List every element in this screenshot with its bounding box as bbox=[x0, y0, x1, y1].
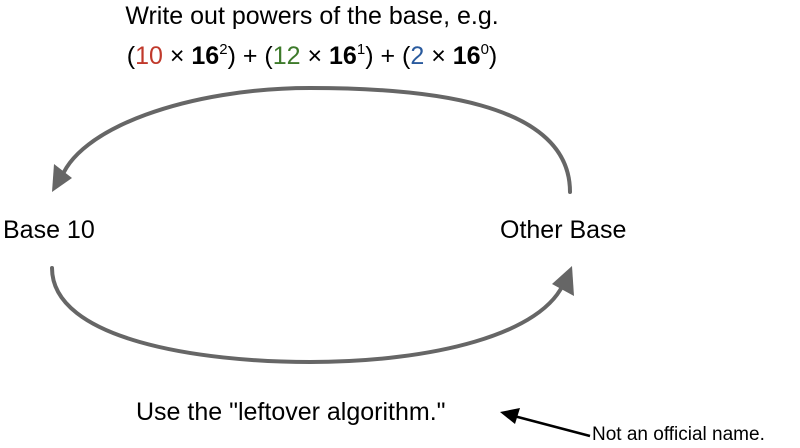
term3-base: 16 bbox=[452, 42, 481, 70]
side-note: Not an official name. bbox=[592, 424, 765, 445]
top-arc-arrowhead bbox=[52, 164, 72, 192]
top-caption-example: (10 × 162) + (12 × 161) + (2 × 160) bbox=[0, 41, 624, 70]
term3-exponent: 0 bbox=[480, 41, 489, 58]
example-open-paren: ( bbox=[126, 42, 136, 70]
term1-base: 16 bbox=[191, 42, 220, 70]
node-base-10: Base 10 bbox=[3, 216, 95, 244]
bottom-arc-arrowhead bbox=[552, 266, 574, 296]
bottom-caption: Use the "leftover algorithm." bbox=[136, 398, 446, 426]
term2-base: 16 bbox=[329, 42, 357, 70]
bottom-arc-arrow bbox=[50, 266, 567, 365]
term1-coefficient: 10 bbox=[135, 42, 163, 70]
term2-coefficient: 12 bbox=[272, 42, 301, 70]
example-close-paren: ) bbox=[488, 42, 498, 70]
term3-times: × bbox=[424, 42, 453, 70]
term1-exponent: 2 bbox=[219, 41, 228, 58]
note-pointer-line bbox=[513, 414, 591, 438]
term2-exponent: 1 bbox=[356, 41, 366, 58]
top-arc-arrow bbox=[58, 85, 572, 194]
node-other-base: Other Base bbox=[500, 216, 627, 244]
join-1: ) + ( bbox=[227, 42, 273, 70]
top-caption-line1: Write out powers of the base, e.g. bbox=[125, 2, 499, 30]
join-2: ) + ( bbox=[365, 42, 411, 70]
term3-coefficient: 2 bbox=[410, 42, 425, 70]
note-pointer-arrowhead bbox=[500, 408, 520, 424]
term1-times: × bbox=[162, 42, 192, 70]
term2-times: × bbox=[300, 42, 330, 70]
